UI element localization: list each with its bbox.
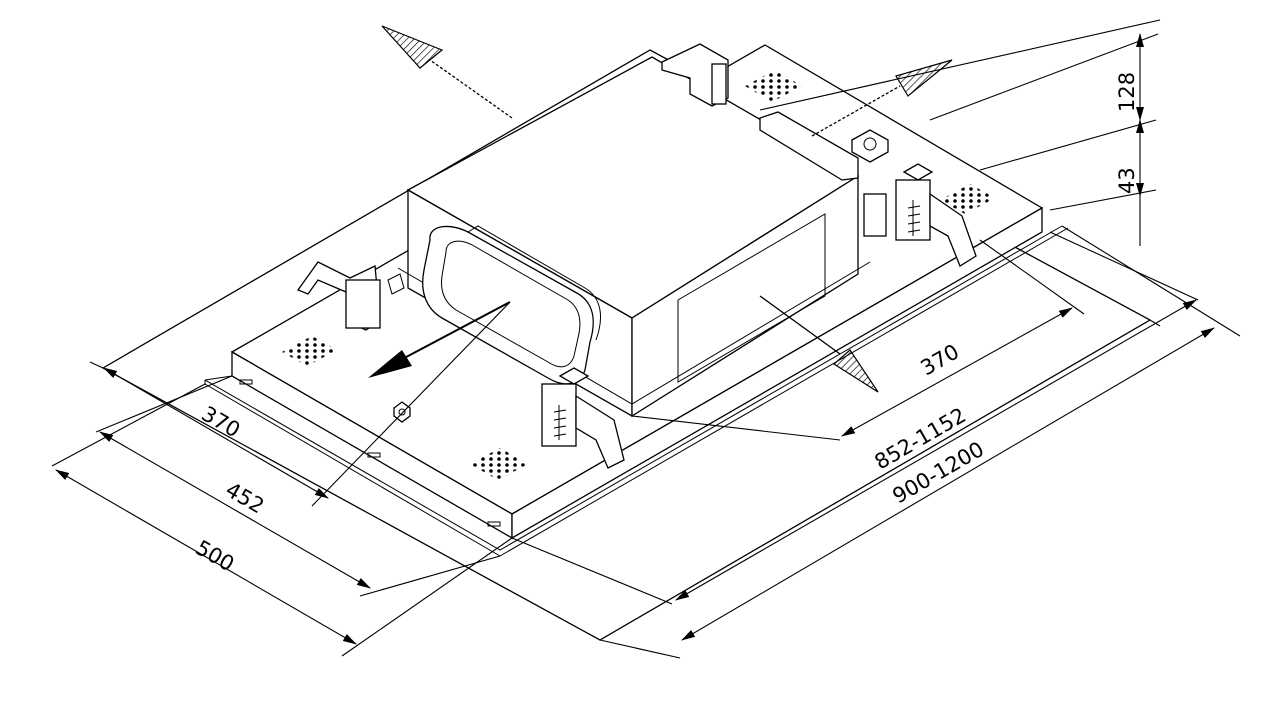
dimension-lines-left [51,301,513,657]
grille-front-left [282,336,337,366]
rear-bracket [661,43,859,181]
grille-back-right [940,184,995,214]
dim-label-43: 43 [1115,167,1139,194]
airflow-arrow-rear-right [811,59,953,137]
airflow-arrow-rear-left [381,25,513,119]
dim-label-370-right: 370 [917,339,964,380]
outlet-duct [422,225,602,385]
dim-label-128: 128 [1115,72,1139,112]
grille-front-right [470,448,528,480]
mounting-clamp-front [541,367,625,469]
dim-label-452: 452 [222,478,269,519]
dimension-lines-height [929,33,1159,246]
cable-gland [851,129,889,163]
mounting-clamp-rear-right [863,193,887,237]
dim-label-500: 500 [192,536,239,577]
grille-back-left [745,70,802,102]
airflow-arrow-outlet [368,301,511,378]
mounting-clamp-right [895,163,977,267]
mounting-clamp-left [296,261,405,331]
dimension-lines-right [511,19,1241,659]
